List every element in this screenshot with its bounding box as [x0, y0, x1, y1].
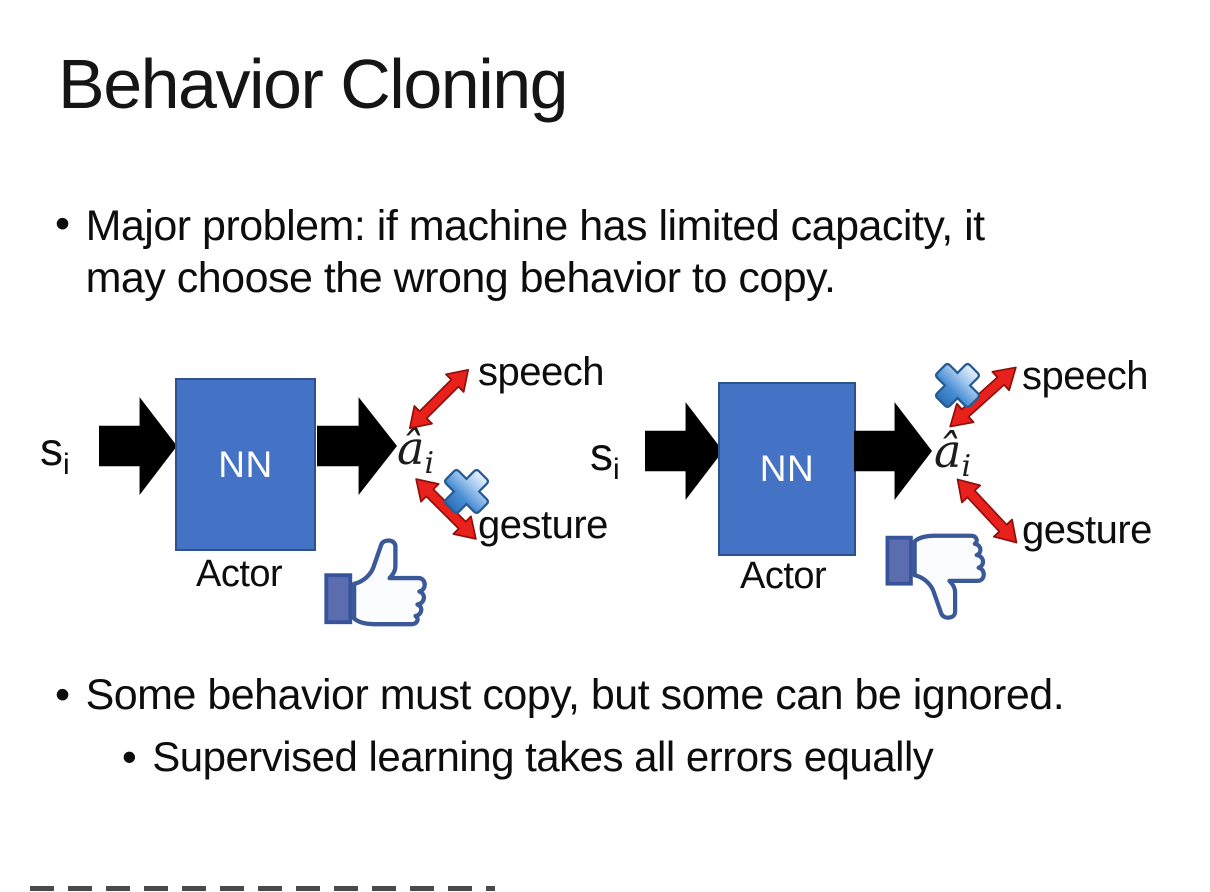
bullet-line-1: Major problem: if machine has limited ca… [85, 202, 986, 250]
right-gesture-label: gesture [1022, 508, 1152, 552]
bullet-major-problem: • Major problem: if machine has limited … [55, 200, 985, 304]
thumbs-down-icon [882, 532, 1000, 626]
left-speech-label: speech [478, 350, 604, 394]
right-input-flow-arrow-icon [645, 397, 723, 505]
right-input-state-label: si [590, 428, 620, 486]
right-nn-box: NN [718, 382, 856, 556]
right-speech-label: speech [1022, 354, 1148, 398]
bottom-cropped-text-strip [30, 886, 495, 891]
left-output-flow-arrow-icon [317, 392, 397, 500]
left-nn-box: NN [175, 378, 316, 551]
bullet-glyph: • [55, 671, 70, 719]
bullet-major-problem-text: Major problem: if machine has limited ca… [85, 200, 986, 304]
bullet-some-behavior-text: Some behavior must copy, but some can be… [85, 671, 1065, 719]
bullet-glyph: • [122, 733, 137, 780]
left-input-state-label: si [40, 423, 70, 481]
page-title: Behavior Cloning [58, 45, 569, 123]
left-output-action-label: âi [397, 421, 435, 481]
thumbs-up-icon [320, 532, 442, 628]
left-gesture-label: gesture [478, 503, 608, 547]
right-nn-label: NN [759, 448, 815, 489]
sub-bullet-supervised-text: Supervised learning takes all errors equ… [152, 733, 934, 780]
bullet-some-behavior: • Some behavior must copy, but some can … [55, 671, 1065, 720]
left-speech-double-arrow-icon [398, 358, 480, 440]
bullet-glyph: • [55, 200, 70, 248]
right-output-action-label: âi [934, 424, 972, 484]
left-actor-caption: Actor [196, 553, 283, 595]
bullet-line-2: may choose the wrong behavior to copy. [85, 254, 836, 302]
left-input-flow-arrow-icon [99, 392, 177, 500]
left-nn-label: NN [218, 443, 273, 485]
right-output-flow-arrow-icon [854, 397, 932, 505]
right-cross-x-icon [929, 357, 986, 414]
right-actor-caption: Actor [740, 555, 827, 597]
left-cross-x-icon [438, 463, 495, 520]
sub-bullet-supervised: • Supervised learning takes all errors e… [122, 733, 934, 781]
